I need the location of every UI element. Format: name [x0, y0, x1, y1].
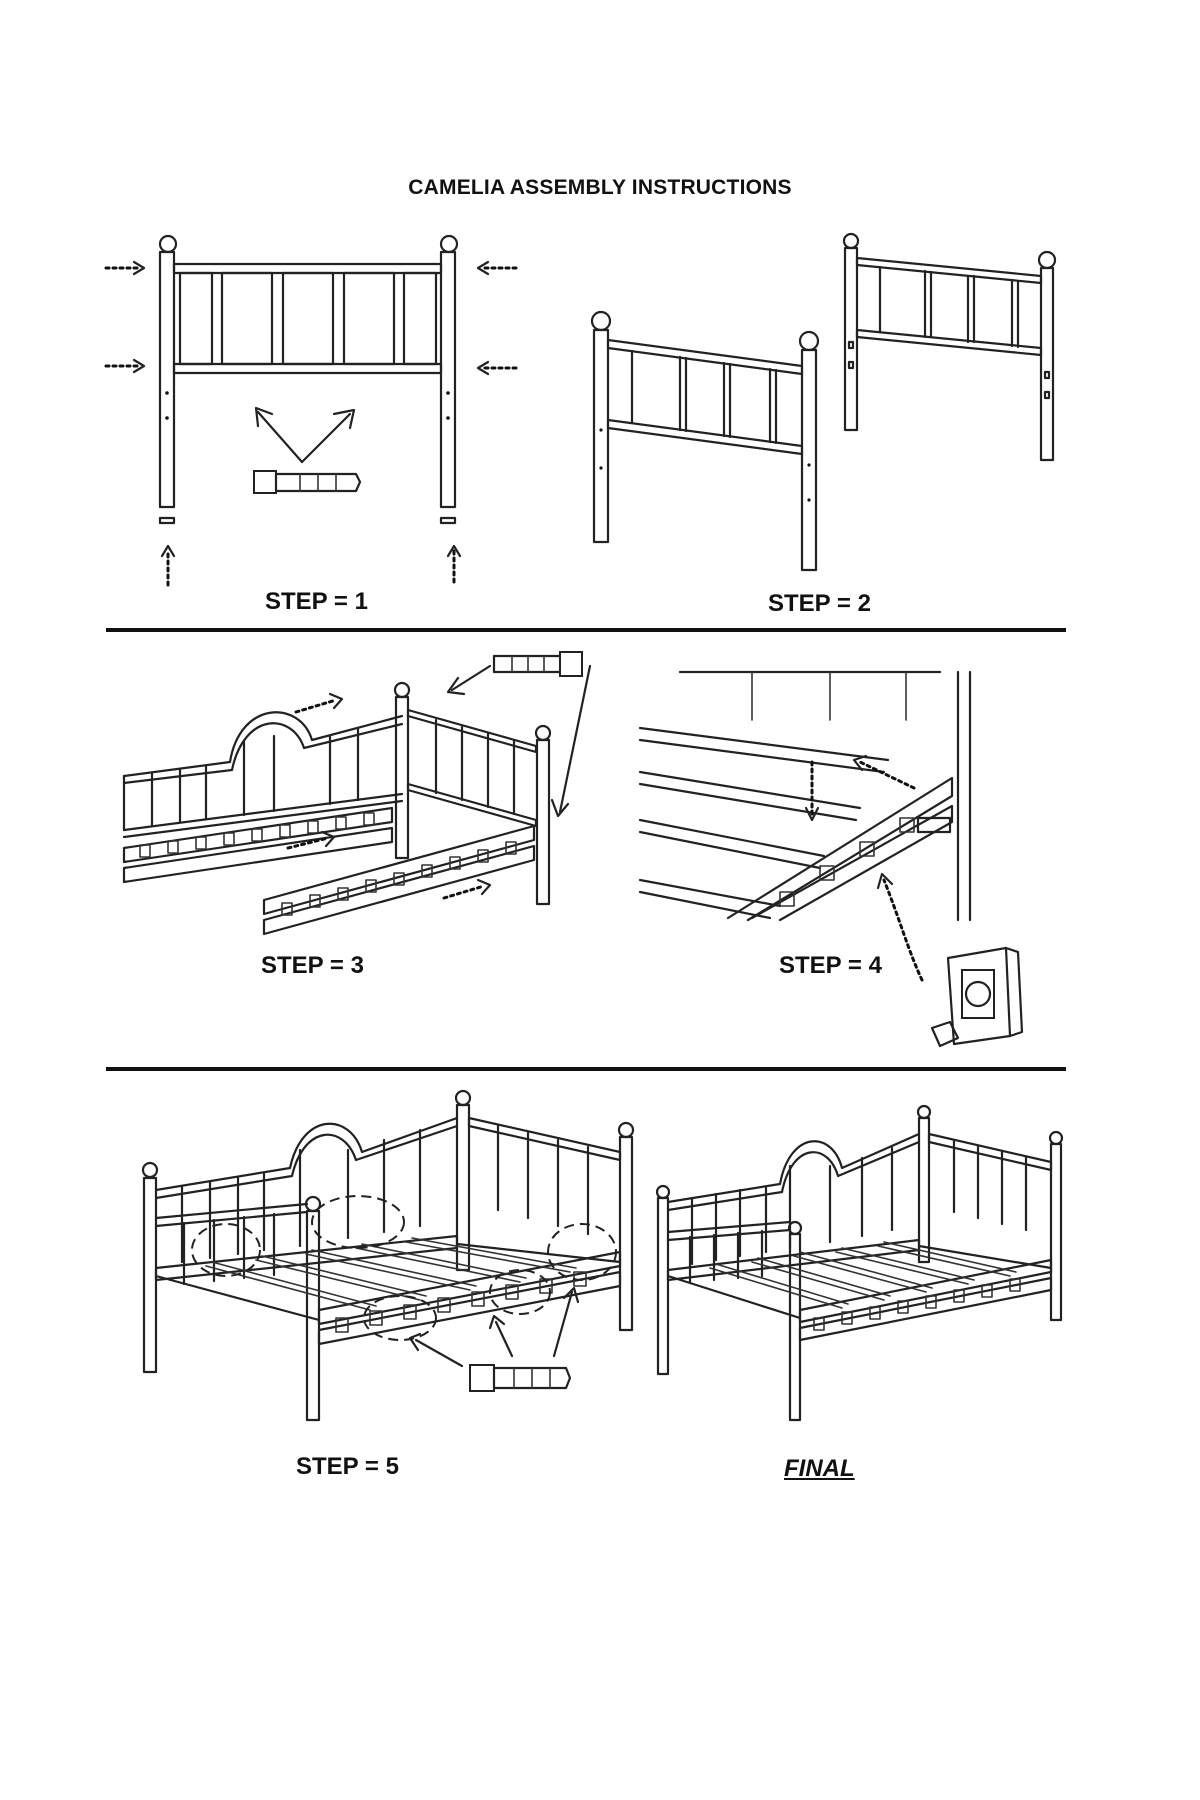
- daybed-frame-with-slats: [141, 1089, 635, 1422]
- step-5-label: STEP = 5: [296, 1453, 399, 1480]
- headboard-front-view: [158, 234, 459, 525]
- dotted-arrow-icon: [286, 692, 492, 900]
- headboard-perspective-right: [842, 232, 1057, 462]
- bolt-icon: [408, 1286, 580, 1392]
- step-4-label: STEP = 4: [779, 952, 882, 979]
- headboard-perspective-left: [590, 310, 820, 572]
- footboard-panel: [406, 708, 552, 906]
- bolt-icon: [446, 651, 592, 818]
- step-2-label: STEP = 2: [768, 590, 871, 617]
- side-rail-front: [262, 824, 536, 936]
- side-rail-back: [122, 806, 394, 884]
- assembled-daybed: [655, 1104, 1064, 1422]
- section-divider-2: [106, 1067, 1066, 1071]
- step-1-label: STEP = 1: [265, 588, 368, 615]
- bed-corner-detail: [638, 670, 972, 922]
- bracket-icon: [930, 946, 1024, 1048]
- step-3-label: STEP = 3: [261, 952, 364, 979]
- back-panel-with-arch: [122, 681, 411, 860]
- final-label: FINAL: [784, 1455, 855, 1482]
- dotted-arrow-icon: [104, 260, 518, 587]
- page-title: CAMELIA ASSEMBLY INSTRUCTIONS: [408, 176, 792, 199]
- dashed-highlight-circles: [191, 1195, 617, 1341]
- dotted-arrow-icon: [804, 754, 924, 982]
- bolt-icon: [253, 406, 362, 494]
- section-divider-1: [106, 628, 1066, 632]
